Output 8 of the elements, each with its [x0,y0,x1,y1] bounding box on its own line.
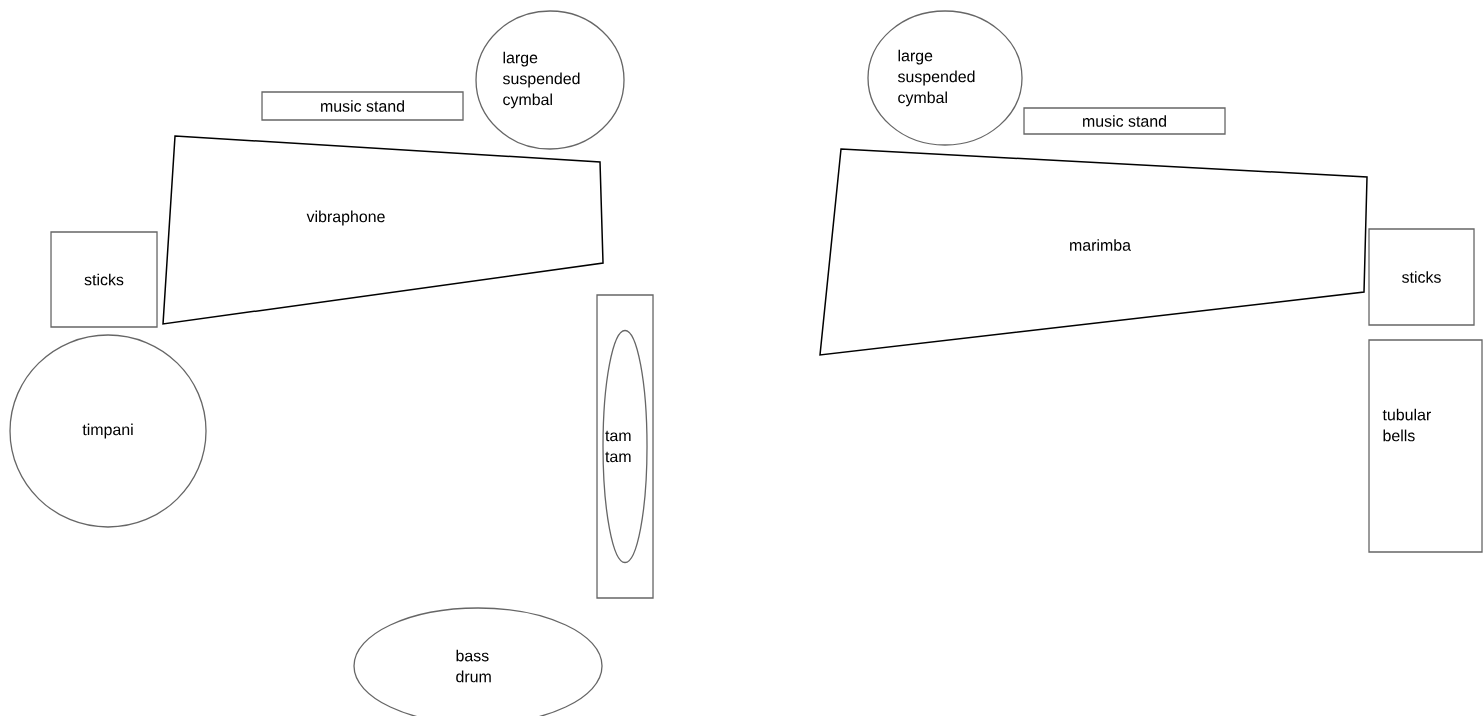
tubular-bells-box: tubular bells [1368,339,1483,553]
tam-tam-stand-box [596,294,654,599]
sticks-box: sticks [50,231,158,328]
marimba-outline: marimba [819,148,1368,356]
sticks-box: sticks [1368,228,1475,326]
music-stand-box: music stand [261,91,464,121]
music-stand-box: music stand [1023,107,1226,135]
vibraphone-outline: vibraphone [162,135,604,325]
